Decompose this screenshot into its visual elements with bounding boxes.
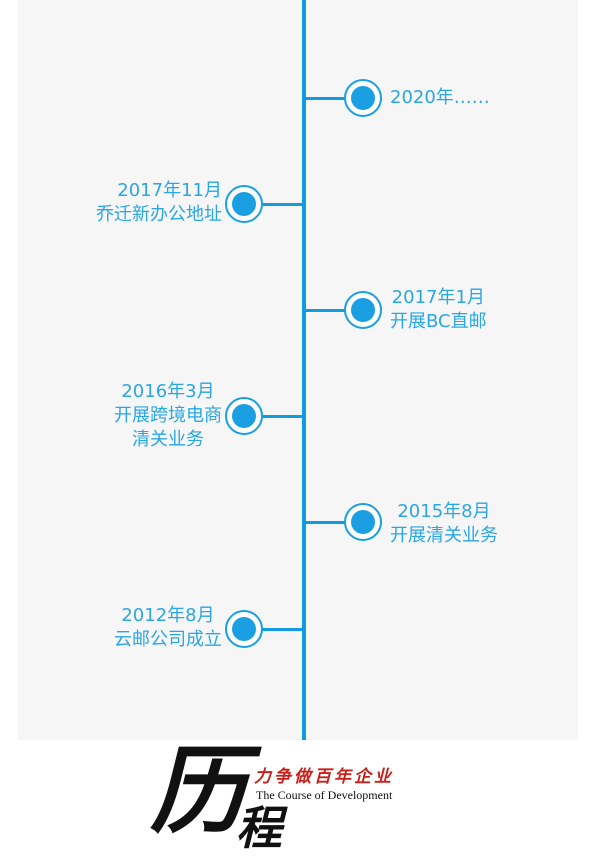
event-date: 2017年11月	[117, 180, 222, 201]
timeline-node-2017-11	[225, 185, 263, 223]
timeline-branch	[306, 309, 346, 312]
event-title: 开展BC直邮	[390, 311, 487, 332]
timeline-branch	[262, 628, 302, 631]
timeline-label-2012-8: 2012年8月 云邮公司成立	[114, 604, 222, 652]
event-date: 2020年……	[390, 87, 490, 108]
node-dot	[232, 404, 256, 428]
timeline-panel	[18, 0, 578, 740]
timeline-node-2012-8	[225, 610, 263, 648]
timeline-label-2015-8: 2015年8月 开展清关业务	[390, 500, 498, 548]
event-date: 2012年8月	[121, 605, 215, 626]
logo-subtitle: The Course of Development	[256, 788, 393, 802]
timeline-label-2017-11: 2017年11月 乔迁新办公地址	[96, 179, 222, 227]
timeline-node-2015-8	[344, 503, 382, 541]
logo-char-cheng: 程	[236, 801, 282, 855]
event-title: 开展跨境电商	[114, 405, 222, 426]
event-title: 云邮公司成立	[114, 629, 222, 650]
node-dot	[351, 510, 375, 534]
timeline-label-2017-1: 2017年1月 开展BC直邮	[390, 286, 487, 334]
node-dot	[232, 617, 256, 641]
timeline-branch	[262, 415, 302, 418]
event-title-cont: 清关业务	[132, 429, 204, 450]
event-title: 乔迁新办公地址	[96, 204, 222, 225]
event-date: 2017年1月	[391, 287, 485, 308]
event-date: 2016年3月	[121, 381, 215, 402]
timeline-label-2016-3: 2016年3月 开展跨境电商 清关业务	[114, 380, 222, 452]
event-date: 2015年8月	[397, 501, 491, 522]
logo-char-li: 历	[150, 734, 246, 847]
timeline-axis	[302, 0, 306, 740]
logo-slogan: 力争做百年企业	[254, 767, 394, 787]
node-dot	[351, 86, 375, 110]
timeline-branch	[306, 97, 346, 100]
timeline-node-2016-3	[225, 397, 263, 435]
timeline-label-2020: 2020年……	[390, 86, 490, 110]
development-logo	[0, 740, 600, 868]
timeline-branch	[306, 521, 346, 524]
timeline-node-2017-1	[344, 291, 382, 329]
event-title: 开展清关业务	[390, 525, 498, 546]
timeline-branch	[262, 203, 302, 206]
node-dot	[351, 298, 375, 322]
node-dot	[232, 192, 256, 216]
timeline-node-2020	[344, 79, 382, 117]
